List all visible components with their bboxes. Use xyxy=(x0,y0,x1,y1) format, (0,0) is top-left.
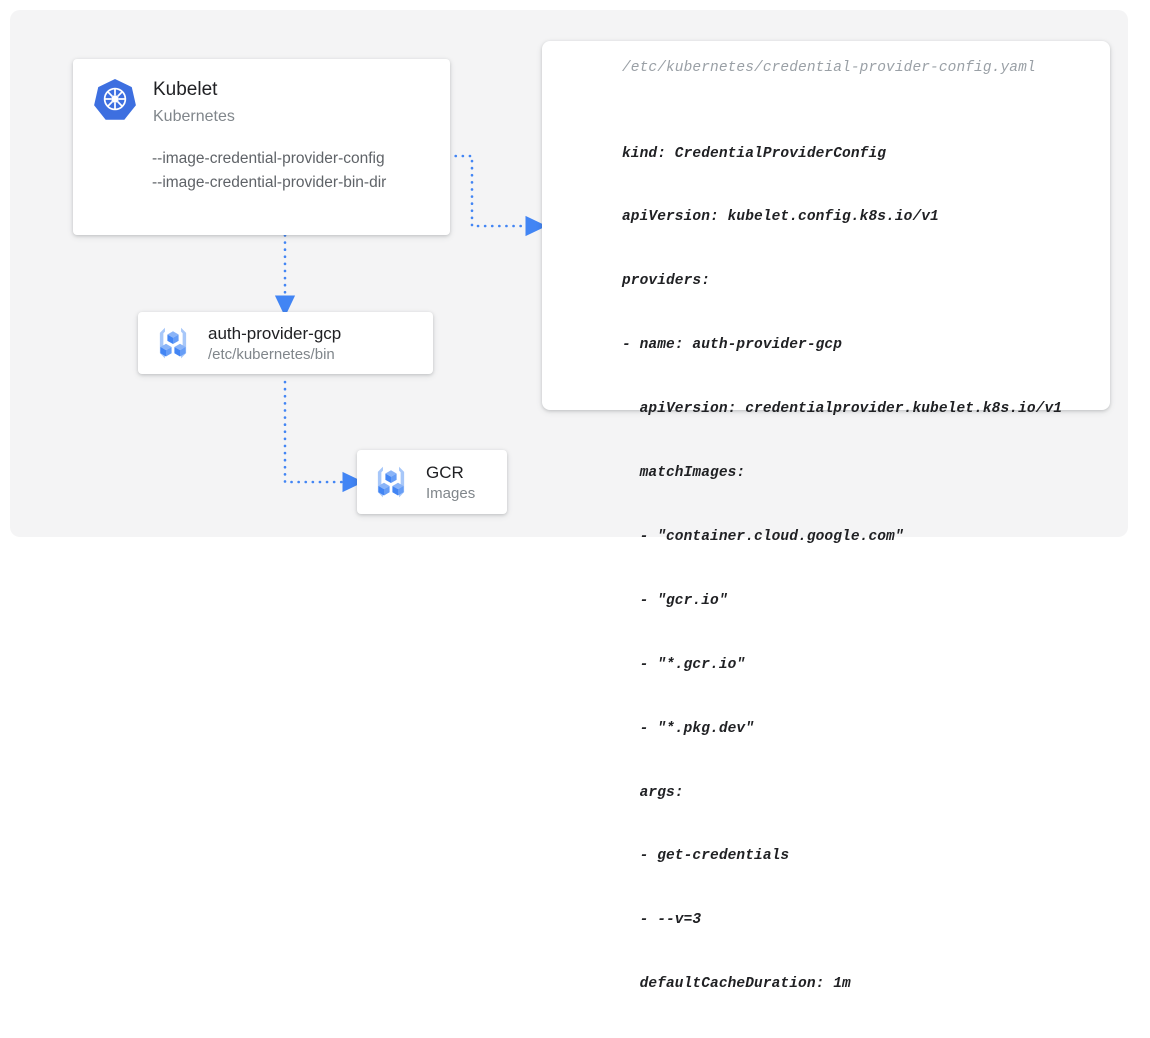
yaml-line: - "*.pkg.dev" xyxy=(622,720,755,737)
yaml-line: - "container.cloud.google.com" xyxy=(622,528,904,545)
yaml-content: kind: CredentialProviderConfig apiVersio… xyxy=(622,101,1062,1038)
yaml-file-path: /etc/kubernetes/credential-provider-conf… xyxy=(622,60,1036,76)
yaml-line: - "*.gcr.io" xyxy=(622,656,746,673)
kubelet-card-header: Kubelet Kubernetes xyxy=(93,77,235,128)
auth-provider-title: auth-provider-gcp xyxy=(208,324,342,343)
yaml-line: matchImages: xyxy=(622,465,746,482)
diagram-root: Kubelet Kubernetes --image-credential-pr… xyxy=(10,10,1128,993)
gcr-subtitle: Images xyxy=(426,485,476,502)
gcr-title: GCR xyxy=(426,463,464,482)
auth-provider-card-header: auth-provider-gcp /etc/kubernetes/bin xyxy=(152,322,341,364)
kubelet-flag-bin-dir: --image-credential-provider-bin-dir xyxy=(152,174,387,191)
yaml-line: args: xyxy=(622,784,684,801)
gcr-card-titles: GCR Images xyxy=(426,461,475,503)
credential-provider-config-panel[interactable]: /etc/kubernetes/credential-provider-conf… xyxy=(542,41,1110,992)
kubelet-flag-list: --image-credential-provider-config --ima… xyxy=(152,147,386,195)
yaml-line: - --v=3 xyxy=(622,912,702,929)
yaml-line: - name: auth-provider-gcp xyxy=(622,337,843,354)
yaml-line: - "gcr.io" xyxy=(622,592,728,609)
auth-provider-card[interactable]: auth-provider-gcp /etc/kubernetes/bin xyxy=(138,312,433,374)
gcr-card-header: GCR Images xyxy=(370,461,475,503)
kubelet-title: Kubelet xyxy=(153,79,218,100)
kubelet-card[interactable]: Kubelet Kubernetes --image-credential-pr… xyxy=(73,59,450,235)
yaml-line: defaultCacheDuration: 1m xyxy=(622,976,851,993)
container-registry-icon xyxy=(159,327,187,359)
kubelet-flag-config: --image-credential-provider-config xyxy=(152,150,385,167)
yaml-line: apiVersion: credentialprovider.kubelet.k… xyxy=(622,401,1063,418)
kubernetes-icon xyxy=(94,79,136,120)
auth-provider-subtitle: /etc/kubernetes/bin xyxy=(208,346,335,363)
kubelet-card-titles: Kubelet Kubernetes xyxy=(153,77,235,128)
yaml-line: providers: xyxy=(622,273,711,290)
kubelet-subtitle: Kubernetes xyxy=(153,108,235,125)
auth-provider-card-titles: auth-provider-gcp /etc/kubernetes/bin xyxy=(208,322,341,364)
container-registry-icon xyxy=(377,466,405,498)
yaml-line: apiVersion: kubelet.config.k8s.io/v1 xyxy=(622,209,939,226)
gcr-card[interactable]: GCR Images xyxy=(357,450,507,514)
yaml-line: - get-credentials xyxy=(622,848,790,865)
yaml-line: kind: CredentialProviderConfig xyxy=(622,145,887,162)
